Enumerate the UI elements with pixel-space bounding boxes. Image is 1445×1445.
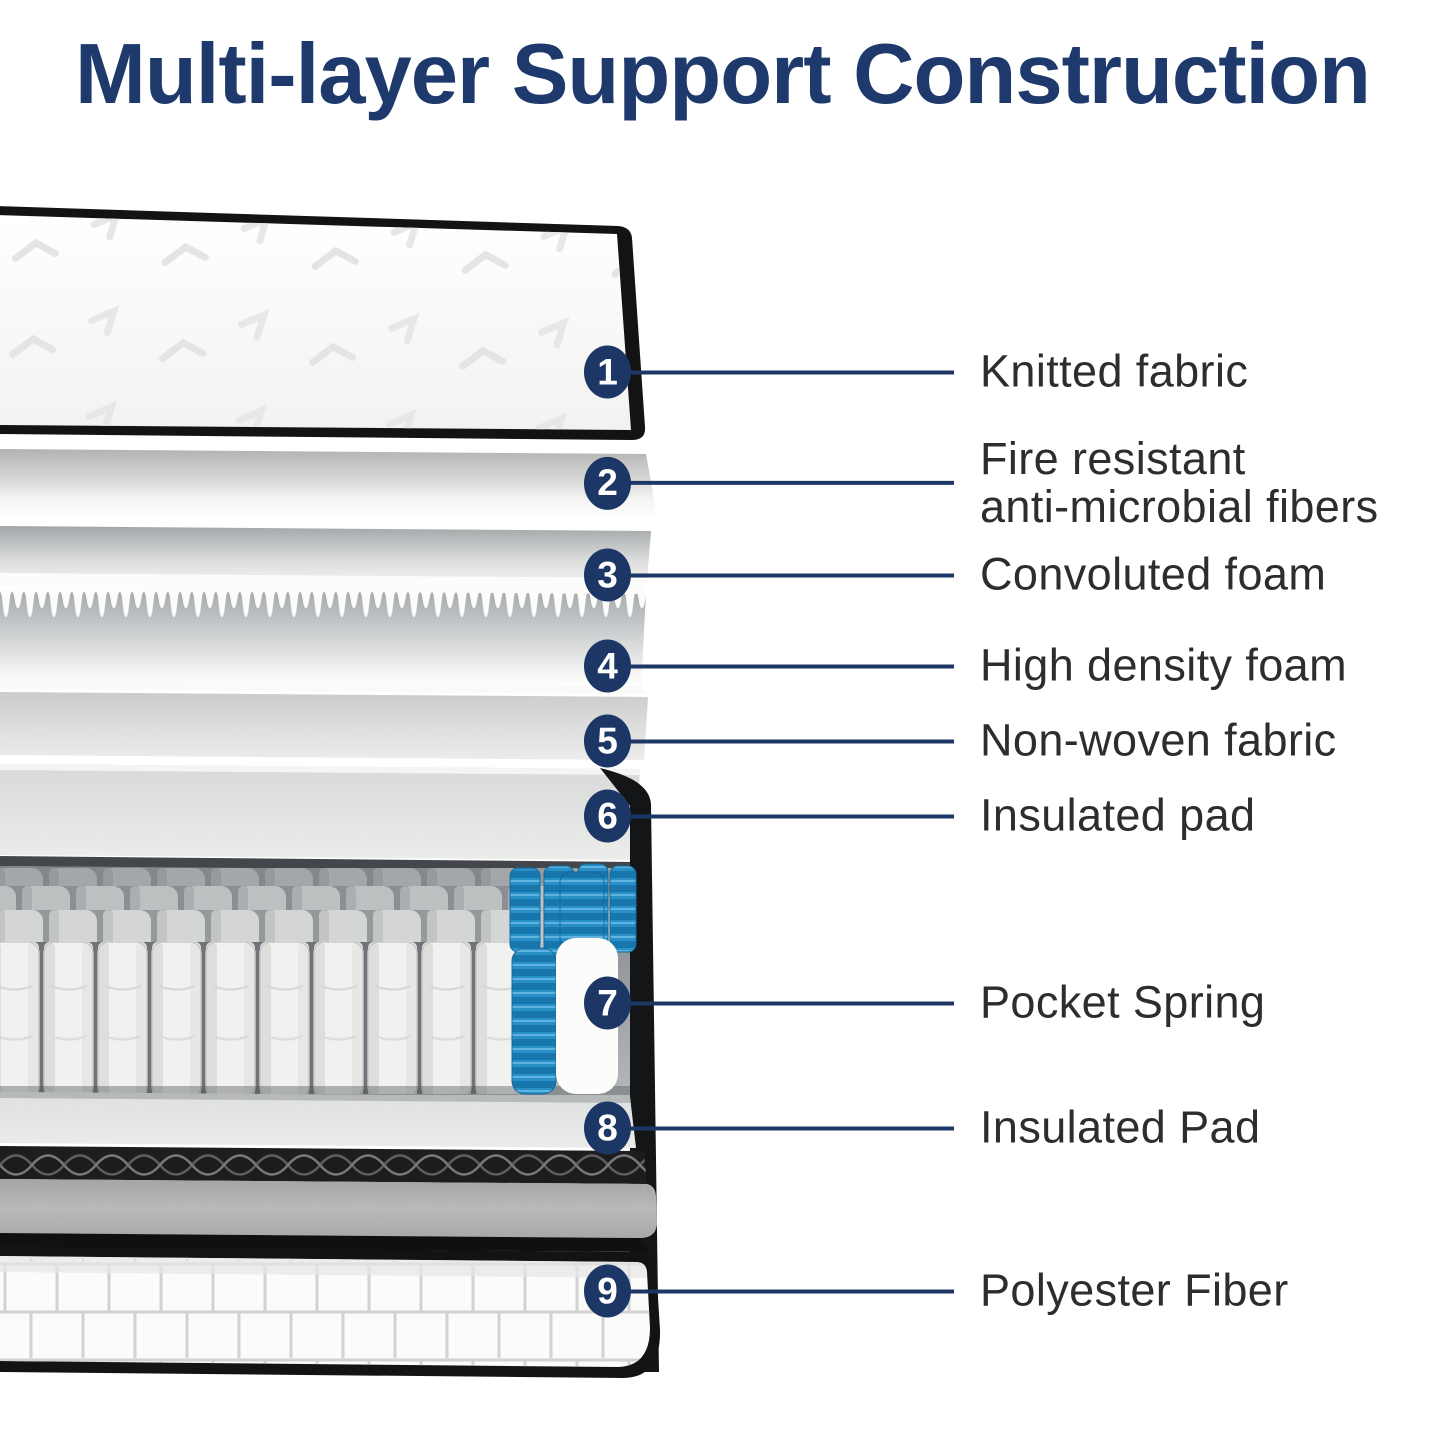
callout-number: 2 (597, 462, 618, 503)
layer-convoluted-foam (0, 526, 651, 623)
callout-knitted-fabric: 1 Knitted fabric (584, 345, 1445, 399)
callout-label: Fire resistant anti-microbial fibers (980, 432, 1379, 532)
callout-leader-line (628, 1001, 954, 1005)
page-title: Multi-layer Support Construction (75, 27, 1371, 122)
callout-number-badge: 9 (584, 1264, 631, 1318)
callout-label: Polyester Fiber (980, 1264, 1289, 1316)
callout-convoluted-foam: 3 Convoluted foam (584, 548, 1445, 602)
callout-label: Pocket Spring (980, 976, 1266, 1028)
callout-leader-line (628, 739, 954, 743)
callout-high-density-foam: 4 High density foam (584, 639, 1445, 693)
callout-number-badge: 7 (584, 976, 631, 1030)
callout-number-badge: 1 (584, 345, 631, 399)
callout-leader-line (628, 370, 954, 374)
layer-insulated-pad-upper (0, 764, 640, 860)
callout-number: 9 (597, 1270, 618, 1311)
layer-non-woven-fabric (0, 692, 648, 760)
callout-number: 6 (597, 795, 618, 836)
callout-leader-line (628, 481, 954, 485)
callout-leader-line (628, 1126, 954, 1130)
callout-non-woven-fabric: 5 Non-woven fabric (584, 714, 1445, 768)
callout-number-badge: 8 (584, 1101, 631, 1155)
callout-label: Insulated Pad (980, 1101, 1261, 1153)
callout-insulated-pad-lower: 8 Insulated Pad (584, 1101, 1445, 1155)
callout-insulated-pad-upper: 6 Insulated pad (584, 789, 1445, 843)
callout-leader-line (628, 573, 954, 577)
callout-leader-line (628, 1289, 954, 1293)
callout-label: Non-woven fabric (980, 714, 1337, 766)
callout-leader-line (628, 814, 954, 818)
callout-label: Convoluted foam (980, 548, 1327, 600)
callout-number-badge: 3 (584, 548, 631, 602)
callout-pocket-spring: 7 Pocket Spring (584, 976, 1445, 1030)
callout-number-badge: 2 (584, 456, 631, 510)
callout-number-badge: 5 (584, 714, 631, 768)
callout-number: 8 (597, 1107, 618, 1148)
callout-label: Knitted fabric (980, 345, 1249, 397)
layer-fire-resistant-fibers (0, 449, 657, 519)
layer-polyester-fiber (0, 1246, 661, 1378)
callout-fire-resistant: 2 Fire resistant anti-microbial fibers (584, 432, 1445, 532)
callout-number: 1 (597, 351, 618, 392)
callout-number: 7 (597, 982, 618, 1023)
callout-label: Insulated pad (980, 789, 1256, 841)
callout-number-badge: 4 (584, 639, 631, 693)
callout-number-badge: 6 (584, 789, 631, 843)
base-fabric-band (0, 1179, 657, 1252)
callout-number: 5 (597, 720, 618, 761)
layer-insulated-pad-lower (0, 1092, 647, 1184)
callout-number: 3 (597, 554, 618, 595)
callout-label: High density foam (980, 639, 1347, 691)
layer-knitted-fabric (0, 206, 646, 440)
callout-number: 4 (597, 645, 618, 686)
callout-leader-line (628, 664, 954, 668)
callout-polyester-fiber: 9 Polyester Fiber (584, 1264, 1445, 1318)
